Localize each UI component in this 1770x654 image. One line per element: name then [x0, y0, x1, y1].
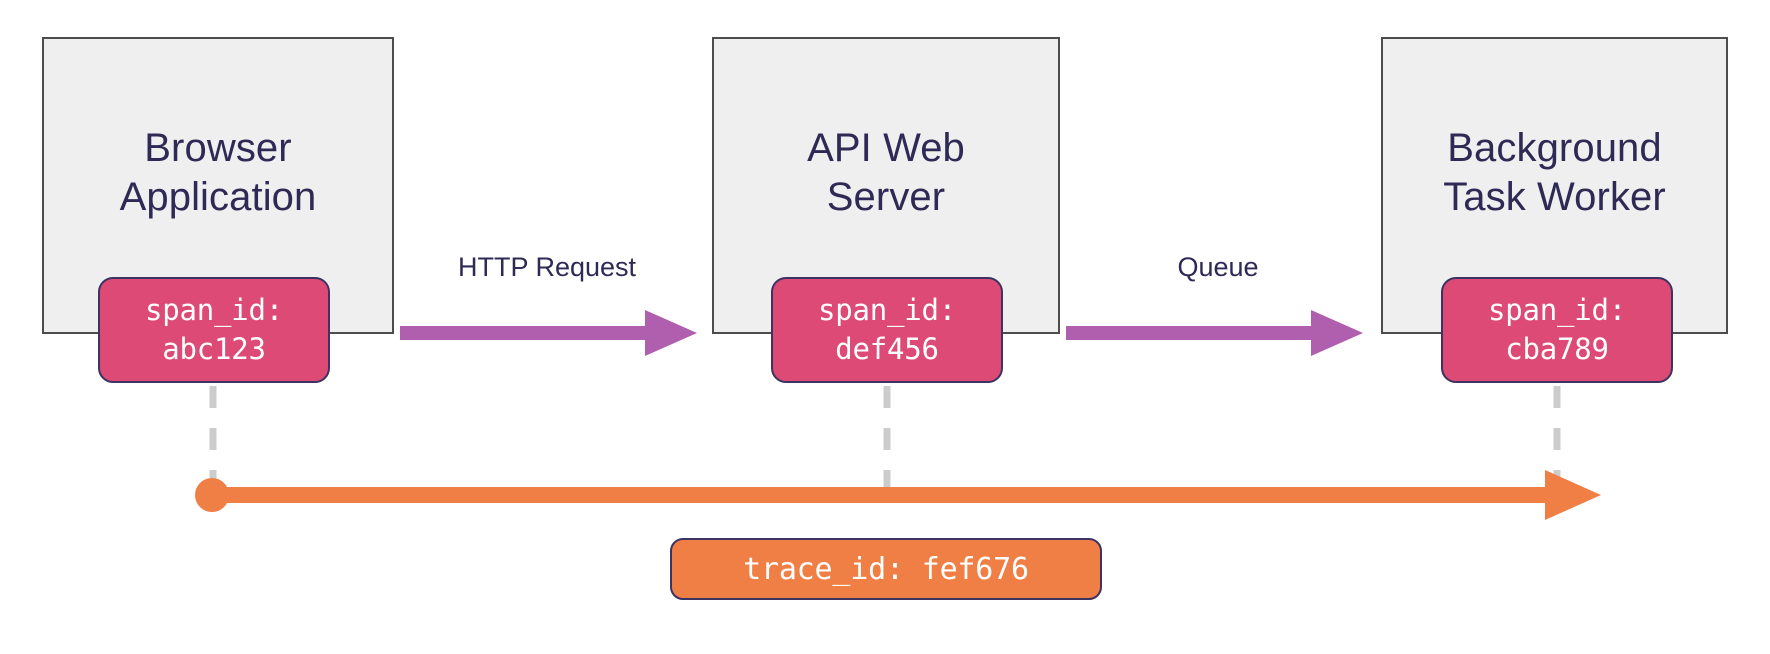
span-badge-browser[interactable]: span_id: abc123 [98, 277, 330, 383]
span-badge-api-text: span_id: def456 [817, 293, 957, 366]
trace-timeline [195, 470, 1601, 520]
span-badge-worker-text: span_id: cba789 [1487, 293, 1627, 366]
service-title-api: API Web Server [807, 125, 965, 219]
span-badge-worker[interactable]: span_id: cba789 [1441, 277, 1673, 383]
service-title-browser: Browser Application [119, 125, 317, 219]
queue-arrow [1066, 310, 1363, 356]
trace-arrowhead [1545, 470, 1601, 520]
trace-id-badge-text: trace_id: fef676 [743, 551, 1029, 587]
edge-label-queue: Queue [1177, 252, 1259, 282]
edge-label-http-request: HTTP Request [457, 252, 637, 282]
service-title-worker: Background Task Worker [1443, 125, 1666, 219]
http-request-arrow [400, 310, 697, 356]
trace-id-badge[interactable]: trace_id: fef676 [670, 538, 1102, 600]
span-badge-browser-text: span_id: abc123 [144, 293, 284, 366]
span-badge-api[interactable]: span_id: def456 [771, 277, 1003, 383]
